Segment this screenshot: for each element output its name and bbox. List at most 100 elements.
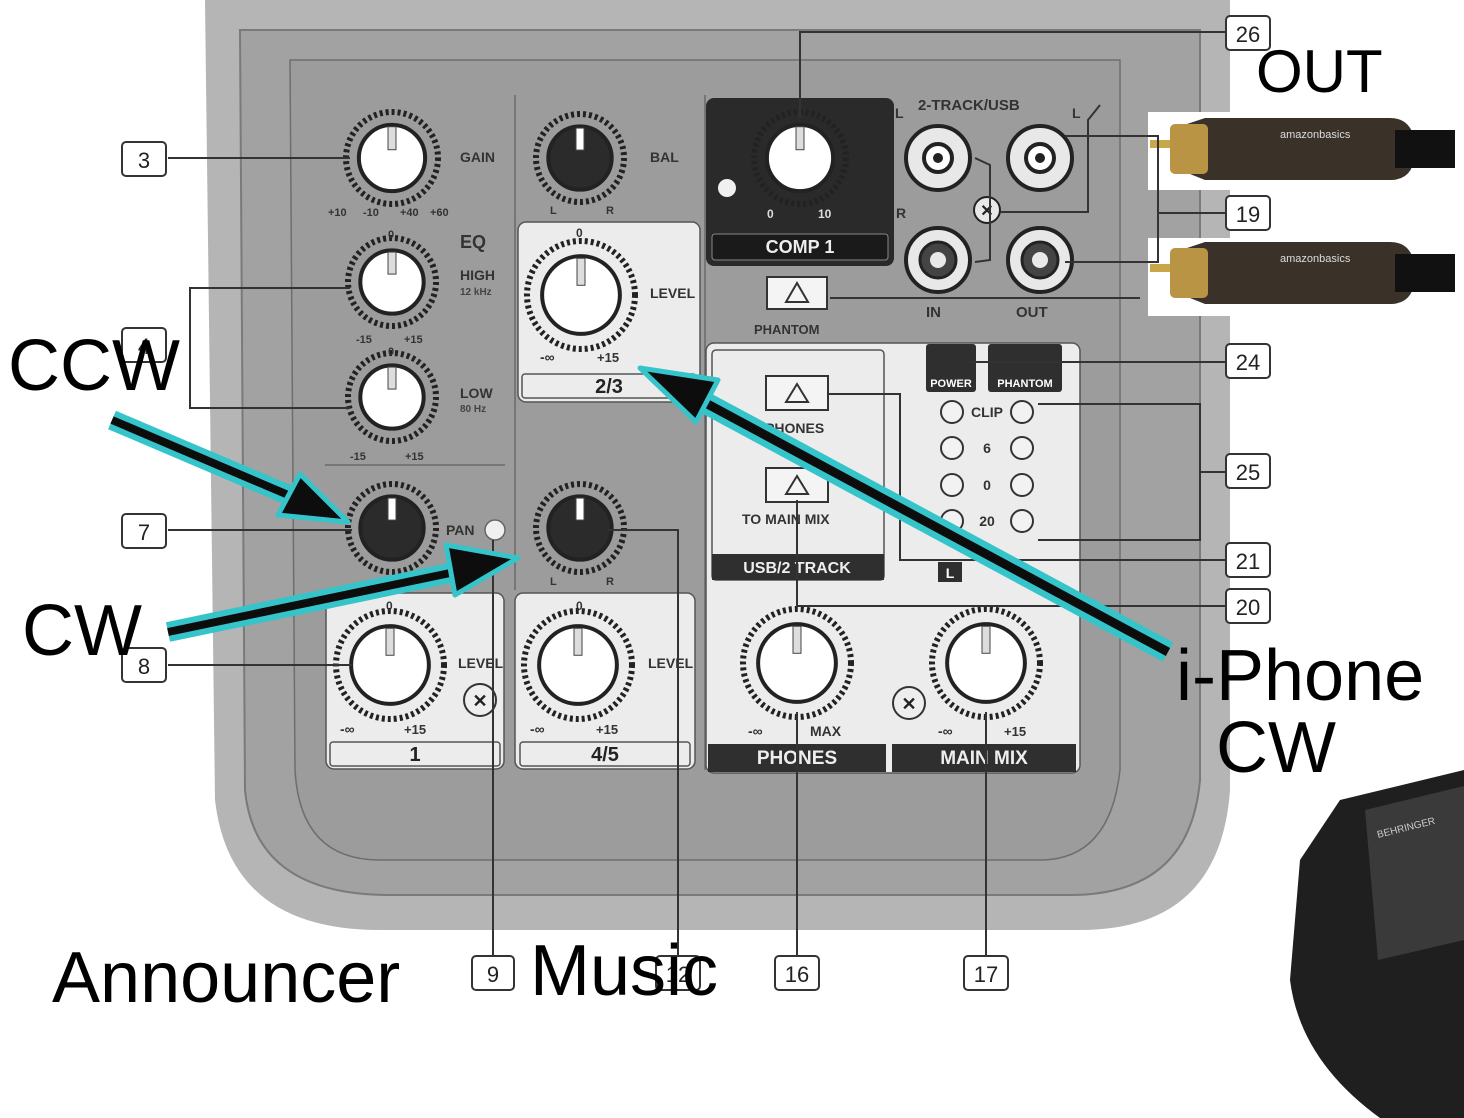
low-label: LOW bbox=[460, 385, 493, 401]
rca-cables: amazonbasics amazonbasics bbox=[1148, 112, 1458, 316]
out-annotation: OUT bbox=[1256, 38, 1383, 105]
bal-knob bbox=[533, 111, 627, 205]
phantom-led-label: PHANTOM bbox=[997, 378, 1052, 390]
bal-l: L bbox=[550, 205, 557, 217]
ccw-annotation: CCW bbox=[8, 326, 180, 406]
svg-text:✕: ✕ bbox=[901, 694, 916, 714]
ch45-zero: 0 bbox=[576, 599, 583, 613]
gain-tick-4: +60 bbox=[430, 207, 449, 219]
low-max: +15 bbox=[405, 451, 424, 463]
low-zero: 0 bbox=[388, 346, 394, 358]
ch23-level-knob bbox=[524, 238, 638, 352]
high-zero: 0 bbox=[388, 229, 394, 241]
main-mix-knob bbox=[929, 606, 1043, 720]
ch23-name: 2/3 bbox=[595, 376, 623, 398]
main-max: +15 bbox=[1004, 724, 1026, 739]
gain-knob bbox=[343, 109, 441, 207]
led-meter: L ✕ ✕ bbox=[463, 179, 1062, 720]
high-label: HIGH bbox=[460, 267, 495, 283]
ch45-label-box bbox=[519, 741, 691, 767]
callout-24: 24 bbox=[1236, 350, 1260, 375]
ch1-name: 1 bbox=[409, 744, 420, 766]
ch23-zero: 0 bbox=[576, 226, 583, 240]
high-max: +15 bbox=[404, 334, 423, 346]
high-min: -15 bbox=[356, 334, 372, 346]
svg-text:L: L bbox=[946, 565, 955, 581]
callout-17: 17 bbox=[974, 962, 998, 987]
bal-label: BAL bbox=[650, 149, 679, 165]
cable-brand-bottom: amazonbasics bbox=[1280, 253, 1351, 265]
main-mix-bar bbox=[892, 744, 1076, 772]
phones-knob bbox=[740, 606, 854, 720]
callout-8: 8 bbox=[138, 654, 150, 679]
ch45-min: -∞ bbox=[530, 721, 545, 737]
ch45-level-knob bbox=[521, 608, 635, 722]
meter-0-label: 0 bbox=[983, 477, 991, 493]
eq-low-knob bbox=[345, 350, 439, 444]
jack-in-label: IN bbox=[926, 304, 941, 321]
cable-brand-top: amazonbasics bbox=[1280, 129, 1351, 141]
eq-high-knob bbox=[345, 235, 439, 329]
main-mix-label: MAIN MIX bbox=[940, 748, 1028, 769]
ch23-level-label: LEVEL bbox=[650, 285, 696, 301]
panel-labels: GAIN BAL EQ HIGH 12 kHz LOW 80 Hz PAN +1… bbox=[328, 97, 1081, 769]
meter-6-label: 6 bbox=[983, 440, 991, 456]
comp-knob bbox=[751, 109, 849, 207]
cw-annotation: CW bbox=[22, 591, 142, 671]
callout-12: 12 bbox=[666, 962, 690, 987]
meter-20-label: 20 bbox=[979, 513, 995, 529]
power-adapter: BEHRINGER bbox=[1290, 770, 1464, 1118]
pan-knob bbox=[345, 481, 439, 575]
phones-max: MAX bbox=[810, 723, 842, 739]
iphone-annotation-line2: CW bbox=[1216, 708, 1336, 788]
music-annotation: Music bbox=[530, 931, 719, 1011]
jack-out-label: OUT bbox=[1016, 304, 1048, 321]
jack-l-right: L bbox=[1072, 105, 1081, 121]
ch1-zero: 0 bbox=[386, 599, 393, 613]
iphone-annotation-line1: i-Phone bbox=[1176, 636, 1425, 716]
ch1-label-box bbox=[329, 741, 501, 767]
announcer-annotation: Announcer bbox=[52, 938, 401, 1018]
jack-r: R bbox=[896, 205, 906, 221]
pan2-l: L bbox=[550, 576, 557, 588]
ch45-level-label: LEVEL bbox=[648, 655, 694, 671]
svg-text:✕: ✕ bbox=[472, 691, 487, 711]
low-min: -15 bbox=[350, 451, 366, 463]
comp-label-bar bbox=[711, 233, 889, 261]
ch23-max: +15 bbox=[597, 350, 619, 365]
ch1-max: +15 bbox=[404, 722, 426, 737]
callout-3: 3 bbox=[138, 148, 150, 173]
low-freq-label: 80 Hz bbox=[460, 404, 486, 415]
clip-label: CLIP bbox=[971, 404, 1003, 420]
callout-20: 20 bbox=[1236, 595, 1260, 620]
gain-tick-1: +10 bbox=[328, 207, 347, 219]
callout-boxes: 3 4 7 8 9 12 16 17 26 19 24 25 21 20 bbox=[121, 15, 1271, 991]
ch1-level-knob bbox=[333, 608, 447, 722]
iphone-arrow bbox=[637, 365, 1174, 662]
annotation-arrows bbox=[108, 365, 1174, 662]
ch23-min: -∞ bbox=[540, 349, 555, 365]
rca-jacks: ✕ bbox=[904, 124, 1074, 294]
ch45-name: 4/5 bbox=[591, 744, 619, 766]
gain-tick-2: -10 bbox=[363, 207, 379, 219]
power-label: POWER bbox=[930, 378, 972, 390]
phones-min: -∞ bbox=[748, 723, 763, 739]
comp-zero: 0 bbox=[767, 207, 774, 221]
to-main-mix-label: TO MAIN MIX bbox=[742, 511, 830, 527]
main-min: -∞ bbox=[938, 723, 953, 739]
pan-45-knob bbox=[533, 481, 627, 575]
ch1-level-label: LEVEL bbox=[458, 655, 504, 671]
callout-9: 9 bbox=[487, 962, 499, 987]
pan-label: PAN bbox=[446, 522, 475, 538]
high-freq-label: 12 kHz bbox=[460, 287, 492, 298]
comp-label: COMP 1 bbox=[766, 237, 835, 257]
comp-ten: 10 bbox=[818, 207, 832, 221]
bal-r: R bbox=[606, 205, 614, 217]
callout-7: 7 bbox=[138, 520, 150, 545]
cw-arrow bbox=[165, 542, 521, 642]
callout-19: 19 bbox=[1236, 202, 1260, 227]
pan2-r: R bbox=[606, 576, 614, 588]
callout-16: 16 bbox=[785, 962, 809, 987]
jack-l-left: L bbox=[895, 105, 904, 121]
